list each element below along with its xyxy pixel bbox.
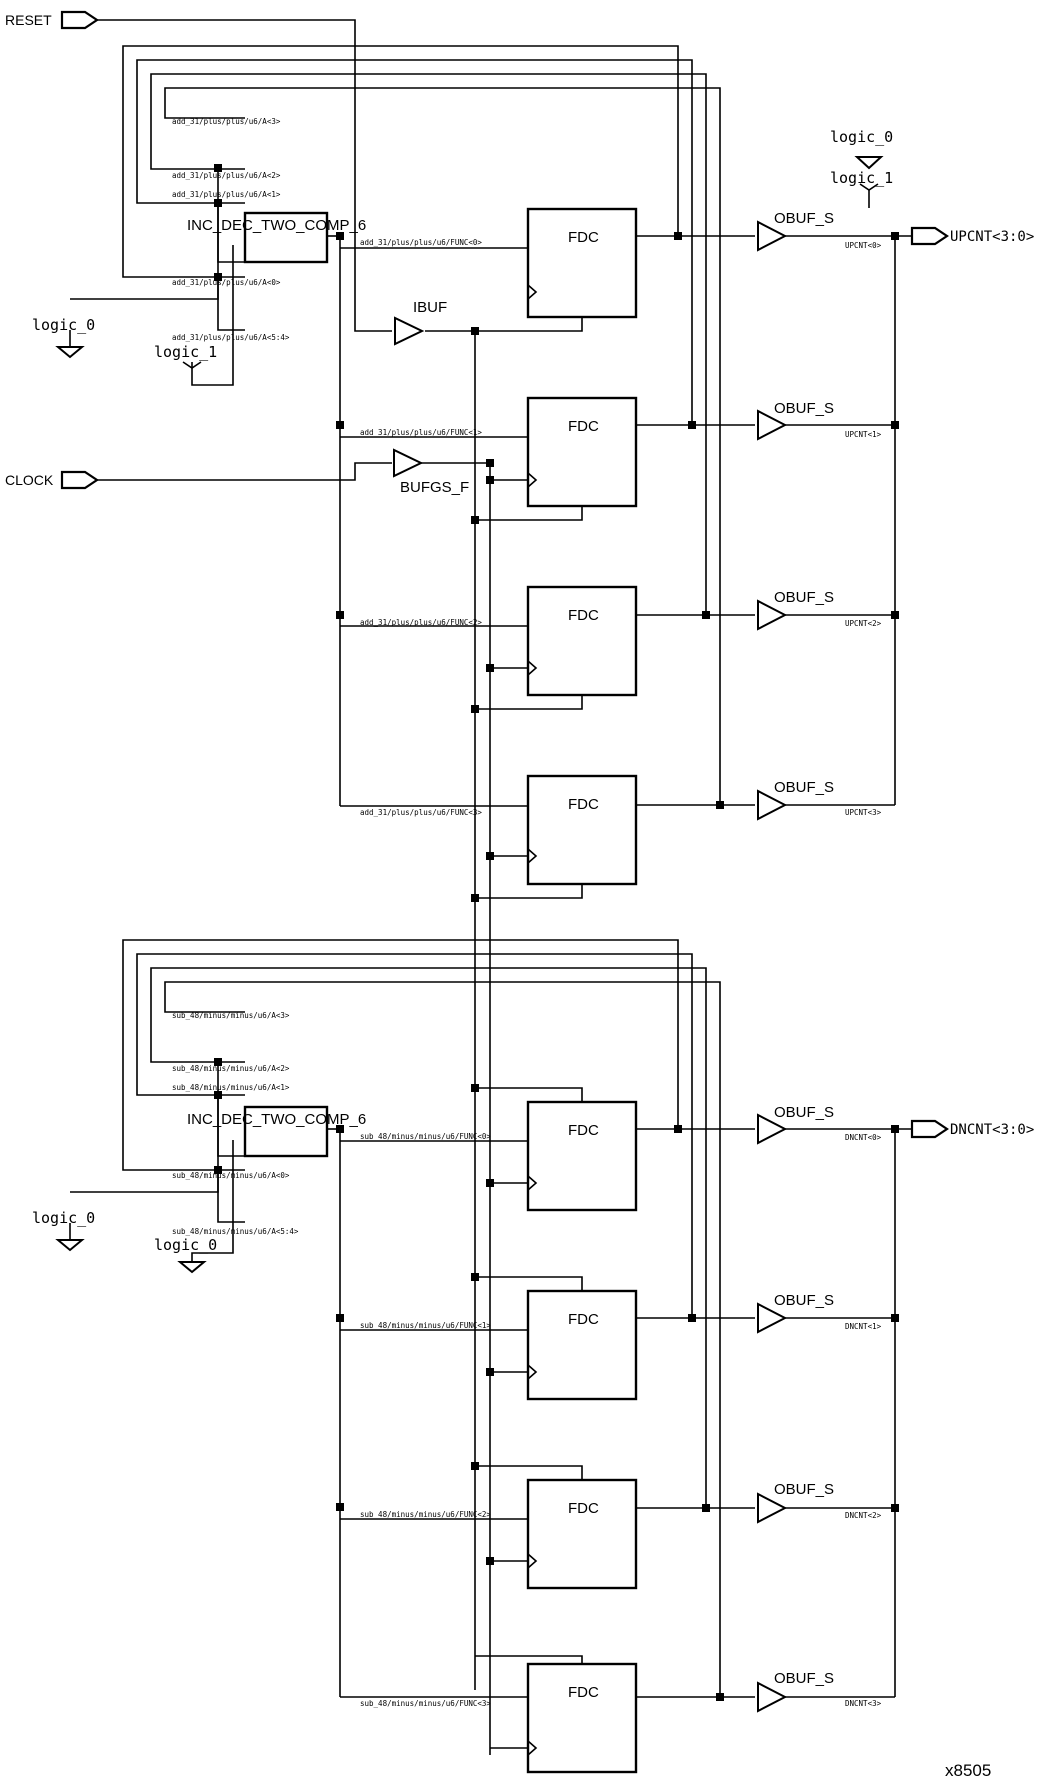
dn-out-net-label: DNCNT<1> [845, 1322, 882, 1331]
obuf-label: OBUF_S [774, 400, 834, 417]
bufgs-label: BUFGS_F [400, 479, 469, 496]
dn-func-net-label: sub_48/minus/minus/u6/FUNC<2> [360, 1510, 491, 1519]
dn-constants: logic_0 logic_0 [32, 1209, 217, 1274]
clock-port-label: CLOCK [5, 472, 54, 488]
up-out-net-label: UPCNT<1> [845, 430, 882, 439]
up-out-net-label: UPCNT<2> [845, 619, 882, 628]
up-a-net-label: add_31/plus/plus/u6/A<3> [172, 117, 281, 126]
dncnt-port: DNCNT<3:0> [910, 1119, 1034, 1139]
upcnt-port-label: UPCNT<3:0> [950, 229, 1034, 245]
reset-port-label: RESET [5, 12, 52, 28]
obuf-label: OBUF_S [774, 1670, 834, 1687]
up-func-net-label: add_31/plus/plus/u6/FUNC<3> [360, 808, 482, 817]
dn-stage: FDC sub_48/minus/minus/u6/FUNC<3> OBUF_S… [340, 1655, 895, 1774]
reset-clock-nets [97, 19, 491, 1755]
dn-out-net-label: DNCNT<0> [845, 1133, 882, 1142]
fdc-label: FDC [568, 607, 599, 624]
up-incdec-cell: INC_DEC_TWO_COMP_6 [187, 211, 366, 264]
up-func-net-label: add_31/plus/plus/u6/FUNC<0> [360, 238, 482, 247]
dn-logic0b-label: logic_0 [154, 1236, 217, 1254]
up-func-net-label: add_31/plus/plus/u6/FUNC<1> [360, 428, 482, 437]
dn-func-net-label: sub_48/minus/minus/u6/FUNC<3> [360, 1699, 491, 1708]
dn-stage: FDC sub_48/minus/minus/u6/FUNC<2> OBUF_S… [340, 1465, 895, 1590]
logic1-top-label: logic_1 [830, 169, 893, 187]
fdc-label: FDC [568, 229, 599, 246]
up-stage: FDC add_31/plus/plus/u6/FUNC<1> OBUF_S U… [340, 396, 895, 521]
dn-a-net-label: sub_48/minus/minus/u6/A<5:4> [172, 1227, 299, 1236]
dn-out-net-label: DNCNT<2> [845, 1511, 882, 1520]
fdc-label: FDC [568, 1500, 599, 1517]
logic0-top-label: logic_0 [830, 128, 893, 146]
up-out-net-label: UPCNT<0> [845, 241, 882, 250]
obuf-label: OBUF_S [774, 1481, 834, 1498]
ibuf-label: IBUF [413, 299, 447, 316]
up-stage: FDC add_31/plus/plus/u6/FUNC<3> OBUF_S U… [340, 774, 895, 899]
dn-func-net-label: sub_48/minus/minus/u6/FUNC<1> [360, 1321, 491, 1330]
obuf-label: OBUF_S [774, 589, 834, 606]
up-out-constants: logic_0 logic_1 [830, 128, 893, 208]
up-feedback-wires [70, 45, 721, 805]
upcnt-port: UPCNT<3:0> [910, 226, 1034, 246]
dncnt-port-label: DNCNT<3:0> [950, 1122, 1034, 1138]
junction-dots [214, 164, 899, 1701]
dn-a-net-label: sub_48/minus/minus/u6/A<3> [172, 1011, 290, 1020]
fdc-label: FDC [568, 1684, 599, 1701]
bufgs-cell: BUFGS_F [393, 448, 469, 496]
fdc-label: FDC [568, 418, 599, 435]
up-func-net-label: add_31/plus/plus/u6/FUNC<2> [360, 618, 482, 627]
up-a-net-label: add_31/plus/plus/u6/A<0> [172, 278, 281, 287]
up-incdec-label: INC_DEC_TWO_COMP_6 [187, 217, 366, 234]
up-stage: FDC add_31/plus/plus/u6/FUNC<2> OBUF_S U… [340, 585, 895, 710]
dn-a-net-label: sub_48/minus/minus/u6/A<1> [172, 1083, 290, 1092]
up-out-net-label: UPCNT<3> [845, 808, 882, 817]
dn-a-labels: sub_48/minus/minus/u6/A<3> sub_48/minus/… [172, 1011, 299, 1236]
fdc-label: FDC [568, 1311, 599, 1328]
ibuf-cell: IBUF [394, 299, 447, 346]
dn-incdec-cell: INC_DEC_TWO_COMP_6 [187, 1105, 366, 1158]
dn-logic0-label: logic_0 [32, 1209, 95, 1227]
clock-port: CLOCK [5, 470, 99, 490]
obuf-label: OBUF_S [774, 1104, 834, 1121]
obuf-label: OBUF_S [774, 210, 834, 227]
fdc-label: FDC [568, 1122, 599, 1139]
obuf-label: OBUF_S [774, 779, 834, 796]
obuf-label: OBUF_S [774, 1292, 834, 1309]
dn-func-net-label: sub_48/minus/minus/u6/FUNC<0> [360, 1132, 491, 1141]
dn-stage: FDC sub_48/minus/minus/u6/FUNC<1> OBUF_S… [340, 1276, 895, 1401]
dn-incdec-label: INC_DEC_TWO_COMP_6 [187, 1111, 366, 1128]
dn-feedback-wires [70, 939, 721, 1697]
dn-a-net-label: sub_48/minus/minus/u6/A<0> [172, 1171, 290, 1180]
up-a-net-label: add_31/plus/plus/u6/A<5:4> [172, 333, 290, 342]
up-stage: FDC add_31/plus/plus/u6/FUNC<0> OBUF_S U… [340, 207, 912, 332]
fdc-label: FDC [568, 796, 599, 813]
up-a-labels: add_31/plus/plus/u6/A<3> add_31/plus/plu… [172, 117, 290, 342]
dn-out-net-label: DNCNT<3> [845, 1699, 882, 1708]
dn-a-net-label: sub_48/minus/minus/u6/A<2> [172, 1064, 290, 1073]
up-a-net-label: add_31/plus/plus/u6/A<1> [172, 190, 281, 199]
reset-port: RESET [5, 10, 99, 30]
up-constants: logic_0 logic_1 [32, 316, 217, 369]
figure-id: x8505 [945, 1761, 991, 1780]
up-a-net-label: add_31/plus/plus/u6/A<2> [172, 171, 281, 180]
dn-stage: FDC sub_48/minus/minus/u6/FUNC<0> OBUF_S… [340, 1087, 912, 1212]
up-logic0-label: logic_0 [32, 316, 95, 334]
up-logic1-label: logic_1 [154, 343, 217, 361]
